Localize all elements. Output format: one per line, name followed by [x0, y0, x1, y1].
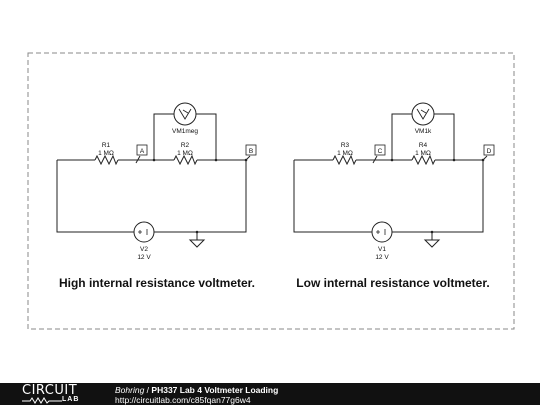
v1-value-label: 12 V: [375, 254, 389, 261]
circuitlab-logo[interactable]: CIRCUIT LAB: [22, 384, 102, 404]
node-tag-c[interactable]: C: [372, 144, 386, 164]
node-tag-a[interactable]: A: [135, 144, 148, 164]
r2-name-label: R2: [181, 142, 190, 149]
footer-text: Bohring / PH337 Lab 4 Voltmeter Loading …: [115, 385, 278, 405]
r3-name-label: R3: [341, 142, 350, 149]
svg-text:B: B: [249, 148, 253, 155]
footer-url-link[interactable]: http://circuitlab.com/c85fqan77g6w4: [115, 395, 251, 405]
voltage-source-v1[interactable]: [371, 221, 393, 243]
right-caption: Low internal resistance voltmeter.: [296, 276, 489, 290]
ground-symbol-right: [423, 232, 441, 248]
resistor-r4[interactable]: [411, 154, 436, 166]
voltmeter-vm1meg[interactable]: [173, 102, 197, 126]
voltage-source-v2[interactable]: [133, 221, 155, 243]
node-tag-d[interactable]: D: [482, 144, 495, 161]
left-caption: High internal resistance voltmeter.: [59, 276, 255, 290]
node-tag-b[interactable]: B: [245, 144, 257, 161]
logo-wordmark-bottom: LAB: [62, 396, 80, 403]
r1-name-label: R1: [102, 142, 111, 149]
ground-symbol-left: [188, 232, 206, 248]
svg-text:D: D: [487, 148, 492, 155]
footer-attribution: Bohring / PH337 Lab 4 Voltmeter Loading: [115, 385, 278, 395]
svg-text:C: C: [378, 148, 383, 155]
v2-name-label: V2: [140, 246, 148, 253]
r1-value-label: 1 MΩ: [98, 150, 114, 157]
voltmeter-vm1k[interactable]: [411, 102, 435, 126]
r4-value-label: 1 MΩ: [415, 150, 431, 157]
resistor-r2[interactable]: [173, 154, 198, 166]
logo-wordmark-top: CIRCUIT: [22, 383, 78, 398]
left-circuit: R1 1 MΩ R2 1 MΩ VM1meg V2 12 V: [56, 102, 257, 290]
vm1meg-name-label: VM1meg: [172, 128, 198, 135]
footer-separator: /: [144, 385, 152, 395]
footer-title: PH337 Lab 4 Voltmeter Loading: [151, 385, 279, 395]
resistor-r1[interactable]: [94, 154, 119, 166]
v2-value-label: 12 V: [137, 254, 151, 261]
r3-value-label: 1 MΩ: [337, 150, 353, 157]
vm1k-name-label: VM1k: [415, 128, 432, 135]
right-circuit: R3 1 MΩ R4 1 MΩ VM1k V1 12 V C: [293, 102, 495, 290]
resistor-squiggle-icon: [22, 397, 62, 404]
r4-name-label: R4: [419, 142, 428, 149]
v1-name-label: V1: [378, 246, 386, 253]
svg-text:A: A: [140, 148, 145, 155]
resistor-r3[interactable]: [332, 154, 357, 166]
footer-author[interactable]: Bohring: [115, 385, 145, 395]
r2-value-label: 1 MΩ: [177, 150, 193, 157]
footer-bar: CIRCUIT LAB Bohring / PH337 Lab 4 Voltme…: [0, 383, 540, 405]
dashed-frame: [27, 52, 515, 330]
